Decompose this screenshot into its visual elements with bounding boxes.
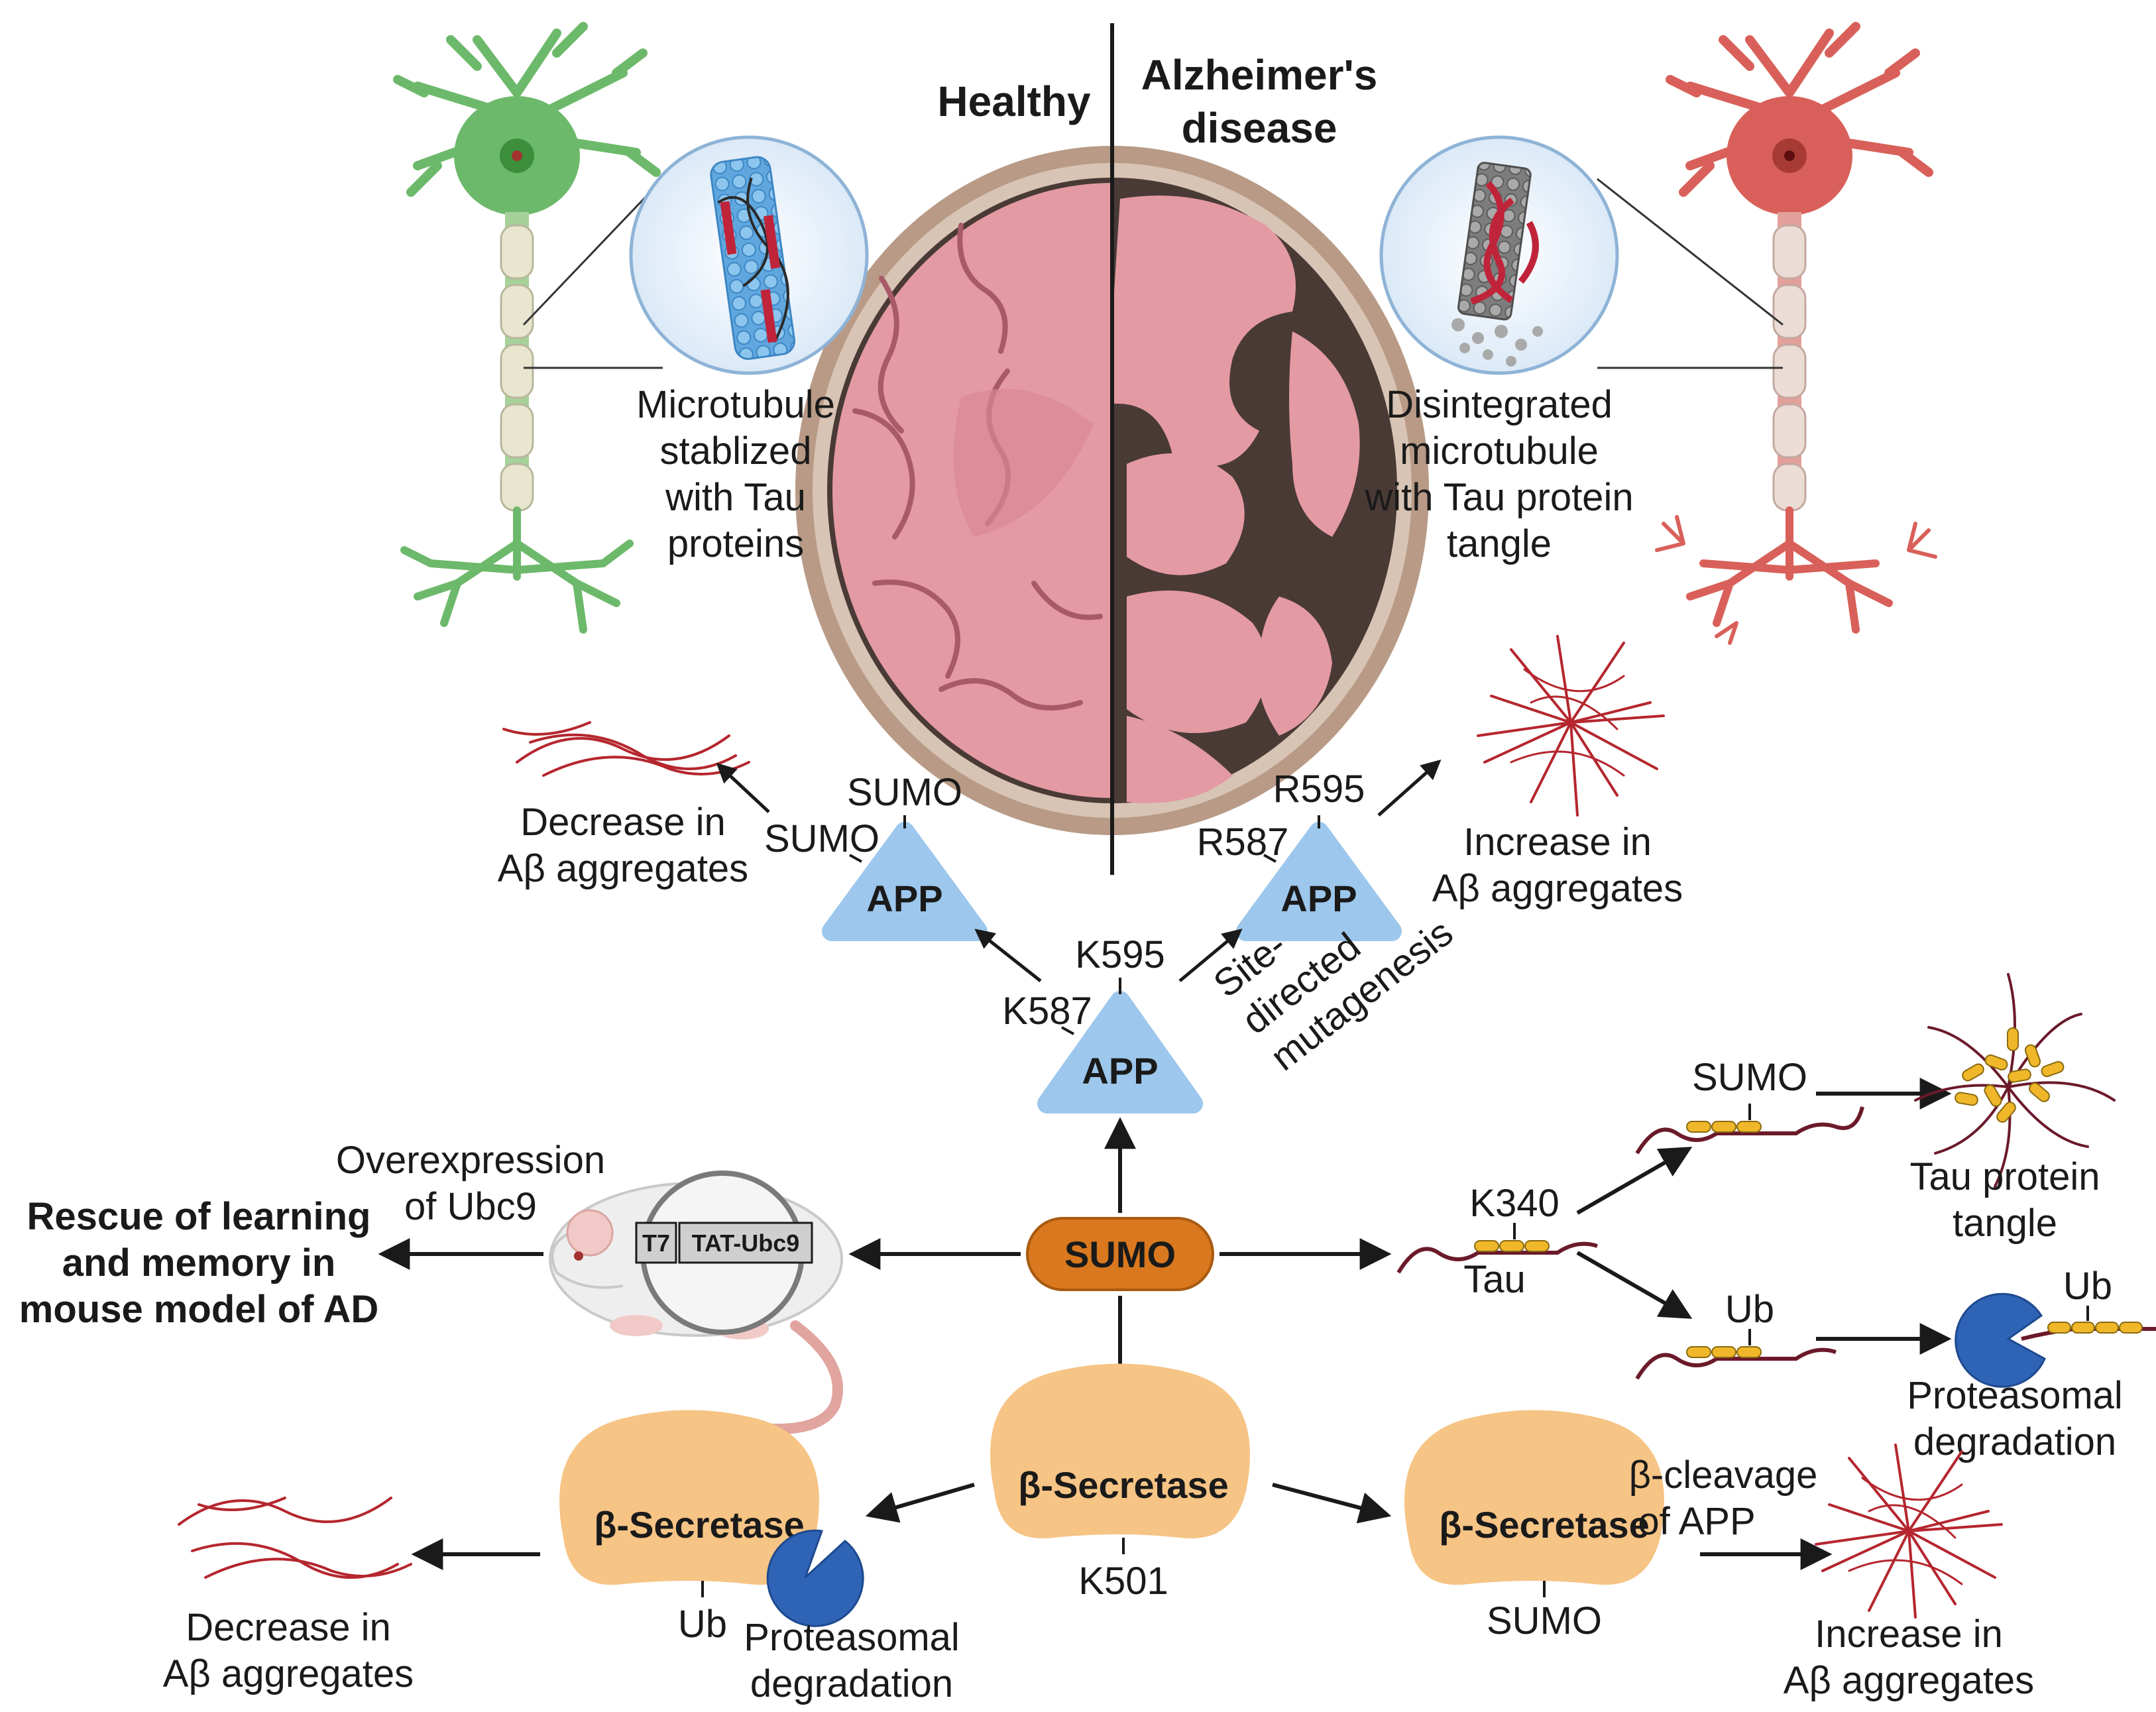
svg-text:with Tau protein: with Tau protein [1364, 476, 1633, 519]
tau-ubiquitinated: Ub [1635, 1288, 1837, 1380]
tau-ub-mod-degraded: Ub [2063, 1265, 2112, 1308]
sumo-center-label: SUMO [1064, 1233, 1176, 1275]
tau-sumo-mod: SUMO [1692, 1056, 1807, 1099]
tau-tangle-label: Tau protein tangle [1910, 1155, 2100, 1245]
svg-text:proteins: proteins [667, 522, 804, 565]
svg-text:Rescue of learning: Rescue of learning [27, 1195, 371, 1238]
amyloid-fibrils-left-lower [178, 1497, 412, 1579]
right-increase-label-lower: Increase in Aβ aggregates [1784, 1613, 2034, 1702]
healthy-microtubule-lens [522, 135, 869, 375]
svg-text:Increase in: Increase in [1815, 1613, 2003, 1656]
amyloid-fibrils-left-upper [502, 721, 750, 777]
svg-text:microtubule: microtubule [1400, 429, 1599, 473]
construct-t7: T7 [642, 1229, 670, 1257]
ad-neuron [1655, 22, 1937, 645]
app-mutated: APP R595 R587 [1197, 768, 1402, 941]
rescue-label: Rescue of learning and memory in mouse m… [19, 1195, 378, 1331]
ad-brain-half [1112, 183, 1392, 803]
svg-text:of Ubc9: of Ubc9 [404, 1185, 537, 1228]
tau-tangle [1914, 973, 2116, 1188]
svg-text:Decrease in: Decrease in [186, 1606, 390, 1649]
healthy-microtubule-label: Microtubule stablized with Tau proteins [636, 383, 835, 565]
tau-name: Tau [1463, 1258, 1526, 1301]
svg-text:Tau protein: Tau protein [1910, 1155, 2100, 1198]
svg-text:tangle: tangle [1953, 1202, 2057, 1245]
proteasome-secretase [766, 1529, 864, 1627]
secretase-left-label: β-Secretase [594, 1504, 805, 1546]
svg-text:and memory in: and memory in [62, 1241, 336, 1284]
app-center-site-a: K587 [1002, 990, 1092, 1033]
healthy-heading: Healthy [937, 78, 1091, 125]
tau-site: K340 [1469, 1182, 1559, 1225]
tau-degradation-label: Proteasomal degradation [1907, 1374, 2123, 1463]
secretase-center: β-Secretase K501 [990, 1363, 1250, 1603]
tau-protein: K340 Tau [1396, 1182, 1598, 1301]
secretase-left-mod: Ub [678, 1603, 727, 1646]
svg-text:β-cleavage: β-cleavage [1629, 1454, 1818, 1497]
svg-text:Aβ aggregates: Aβ aggregates [498, 847, 748, 890]
right-increase-label-upper: Increase in Aβ aggregates [1432, 821, 1683, 910]
secretase-center-site: K501 [1078, 1560, 1168, 1603]
healthy-neuron [393, 22, 661, 634]
cleavage-label: β-cleavage of APP [1629, 1454, 1818, 1543]
svg-text:Aβ aggregates: Aβ aggregates [1784, 1659, 2034, 1702]
healthy-brain-half [832, 183, 1112, 798]
overexpression-label: Overexpression of Ubc9 [336, 1139, 605, 1228]
amyloid-plaque-upper-right [1477, 635, 1665, 817]
left-decrease-label-upper: Decrease in Aβ aggregates [498, 801, 748, 890]
svg-text:of APP: of APP [1638, 1500, 1755, 1543]
ad-microtubule-lens [1379, 135, 1784, 375]
svg-text:Aβ aggregates: Aβ aggregates [1432, 867, 1683, 910]
svg-text:mouse model of AD: mouse model of AD [19, 1288, 378, 1331]
svg-text:stablized: stablized [660, 429, 812, 473]
amyloid-plaque-lower-right [1815, 1444, 2003, 1619]
app-left-label: APP [866, 878, 942, 919]
brain-cross-section [795, 146, 1429, 835]
mouse-model: T7 TAT-Ubc9 [549, 1170, 843, 1463]
app-right-site-b: R595 [1273, 768, 1365, 811]
svg-text:Increase in: Increase in [1463, 821, 1652, 864]
construct-tat-ubc9: TAT-Ubc9 [692, 1229, 800, 1257]
svg-text:Disintegrated: Disintegrated [1386, 383, 1613, 426]
secretase-left-degradation-label: Proteasomal degradation [744, 1616, 960, 1705]
app-right-label: APP [1280, 878, 1357, 919]
svg-text:tangle: tangle [1447, 522, 1552, 565]
svg-text:Proteasomal: Proteasomal [1907, 1374, 2123, 1417]
svg-text:Microtubule: Microtubule [636, 383, 835, 426]
secretase-ubiquitinated: β-Secretase Ub [559, 1410, 864, 1646]
svg-text:degradation: degradation [750, 1662, 953, 1705]
svg-text:degradation: degradation [1913, 1420, 2116, 1463]
tau-ub-mod: Ub [1725, 1288, 1774, 1331]
svg-text:with Tau: with Tau [665, 476, 806, 519]
secretase-sumoylated: β-Secretase SUMO [1404, 1410, 1664, 1642]
sumo-center: SUMO [1026, 1217, 1214, 1291]
left-decrease-label-lower: Decrease in Aβ aggregates [163, 1606, 414, 1695]
svg-text:Aβ aggregates: Aβ aggregates [163, 1652, 414, 1695]
ad-heading-line1: Alzheimer's [1141, 51, 1378, 99]
app-left-mod-b: SUMO [764, 817, 879, 860]
app-sumoylated: APP SUMO SUMO [764, 771, 988, 941]
app-center-label: APP [1082, 1050, 1158, 1092]
app-right-site-a: R587 [1197, 821, 1289, 864]
app-center-site-b: K595 [1075, 933, 1164, 976]
proteasome-tau: Ub [1955, 1265, 2156, 1388]
secretase-center-label: β-Secretase [1018, 1464, 1229, 1506]
ad-microtubule-label: Disintegrated microtubule with Tau prote… [1364, 383, 1633, 565]
ad-heading-line2: disease [1182, 104, 1337, 152]
svg-text:Decrease in: Decrease in [520, 801, 725, 844]
svg-text:Proteasomal: Proteasomal [744, 1616, 960, 1659]
secretase-right-mod: SUMO [1487, 1599, 1602, 1642]
svg-text:Overexpression: Overexpression [336, 1139, 605, 1182]
secretase-right-label: β-Secretase [1439, 1504, 1650, 1546]
tau-sumoylated: SUMO [1635, 1056, 1864, 1155]
app-center: APP K595 K587 [1002, 933, 1203, 1113]
app-left-mod-a: SUMO [847, 771, 962, 814]
